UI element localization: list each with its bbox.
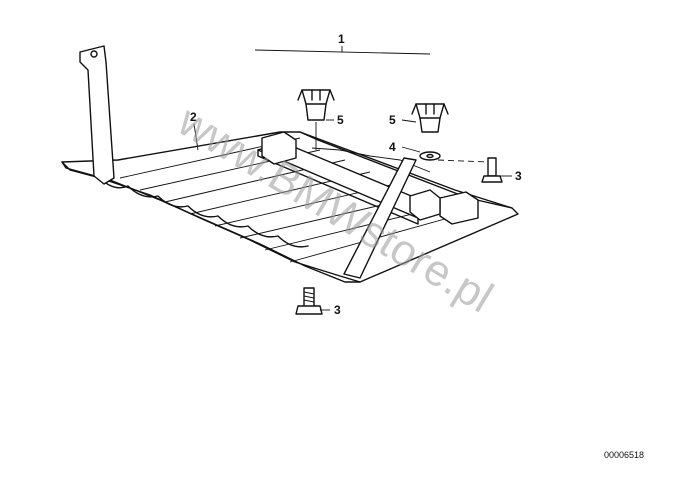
bolt-bottom [295,287,323,315]
left-bracket [79,45,115,185]
callout-2: 2 [190,110,199,151]
callout-3-bottom: 3 [320,303,341,317]
svg-text:2: 2 [190,110,197,124]
callout-5-right: 5 [389,113,417,127]
diagonal-strut [343,157,417,279]
callout-1: 1 [254,32,431,55]
washer [419,151,441,161]
svg-text:1: 1 [338,32,345,46]
bolt-right [481,157,503,183]
svg-text:5: 5 [337,113,344,127]
clip-nut-left [297,89,335,150]
callout-3-right: 3 [500,169,522,183]
svg-text:3: 3 [334,303,341,317]
callout-5-left: 5 [326,113,344,127]
svg-text:4: 4 [389,140,396,154]
clip-nut-right [411,103,449,133]
drawing-number: 00006518 [604,450,644,460]
svg-text:3: 3 [515,169,522,183]
callout-4: 4 [389,140,421,154]
svg-text:5: 5 [389,113,396,127]
alignment-line [437,159,489,163]
